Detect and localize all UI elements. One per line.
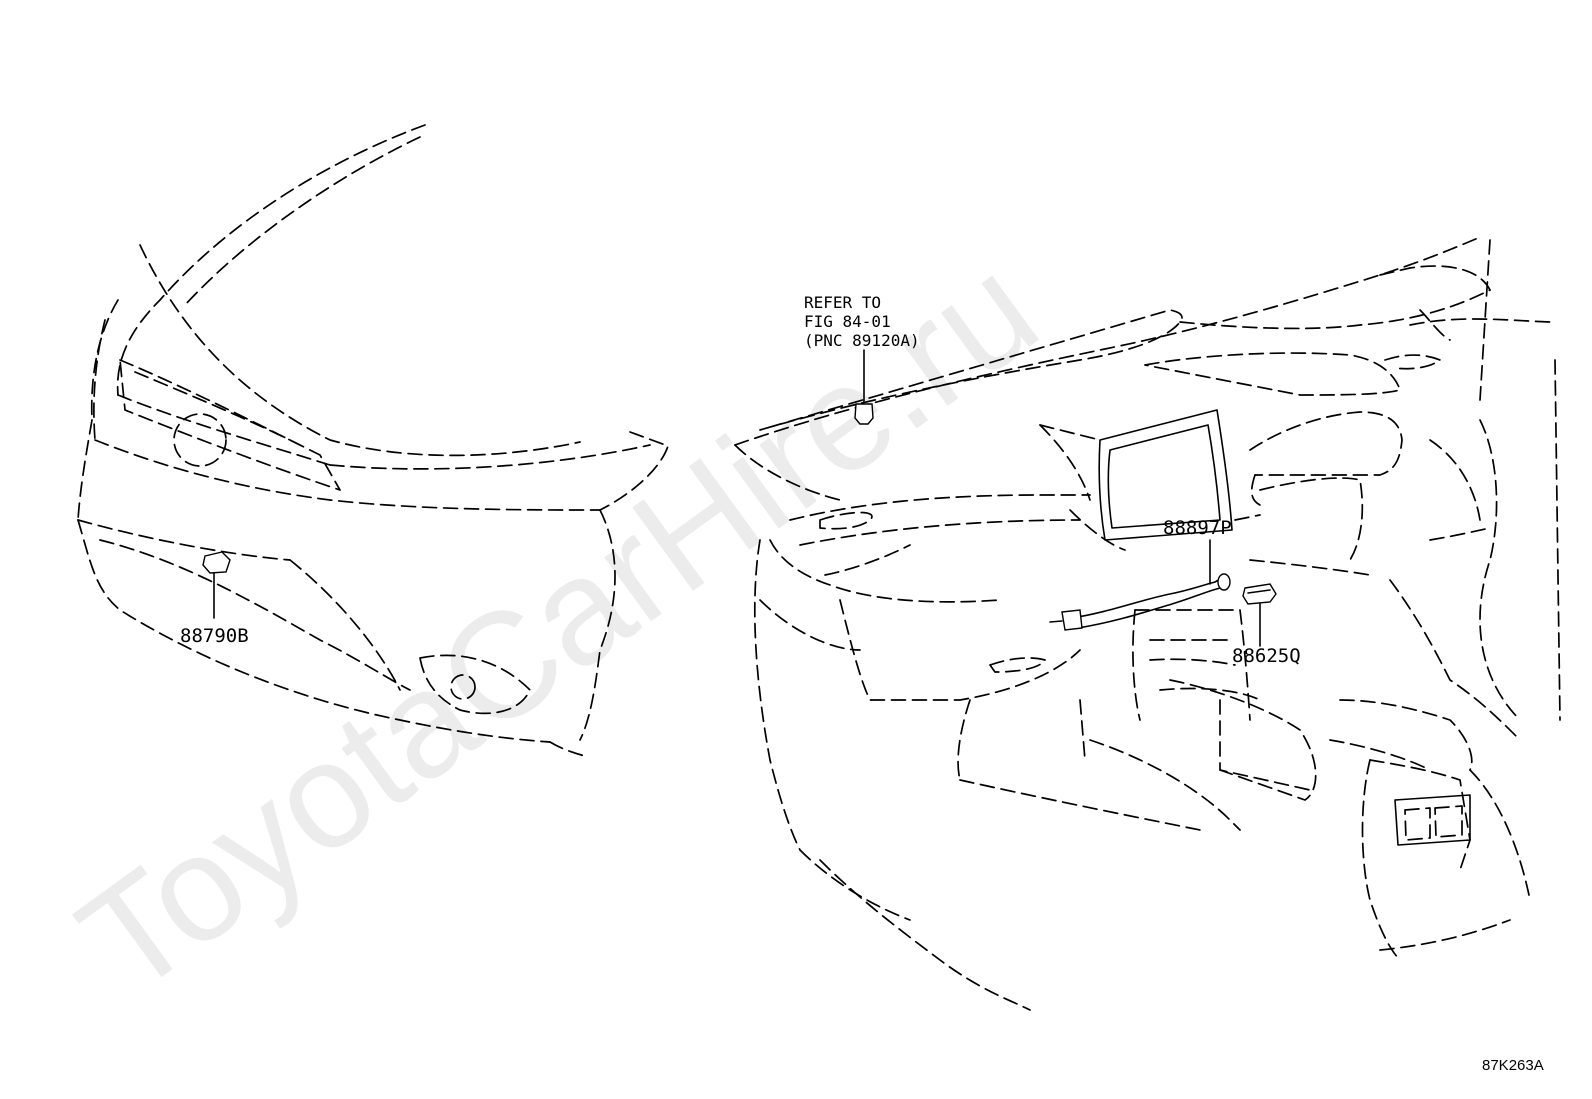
part-label-88625Q: 88625Q — [1232, 645, 1301, 667]
refer-note-line-1: REFER TO — [804, 293, 881, 312]
part-label-88790B: 88790B — [180, 625, 249, 647]
dashboard-view: REFER TO FIG 84-01 (PNC 89120A) 88897P 8… — [734, 237, 1561, 1011]
refer-note-line-2: FIG 84-01 — [804, 312, 891, 331]
figure-code: 87K263A — [1482, 1057, 1544, 1074]
front-bumper-view: 88790B — [77, 124, 669, 757]
refer-note-line-3: (PNC 89120A) — [804, 331, 920, 350]
part-label-88897P: 88897P — [1163, 517, 1232, 539]
